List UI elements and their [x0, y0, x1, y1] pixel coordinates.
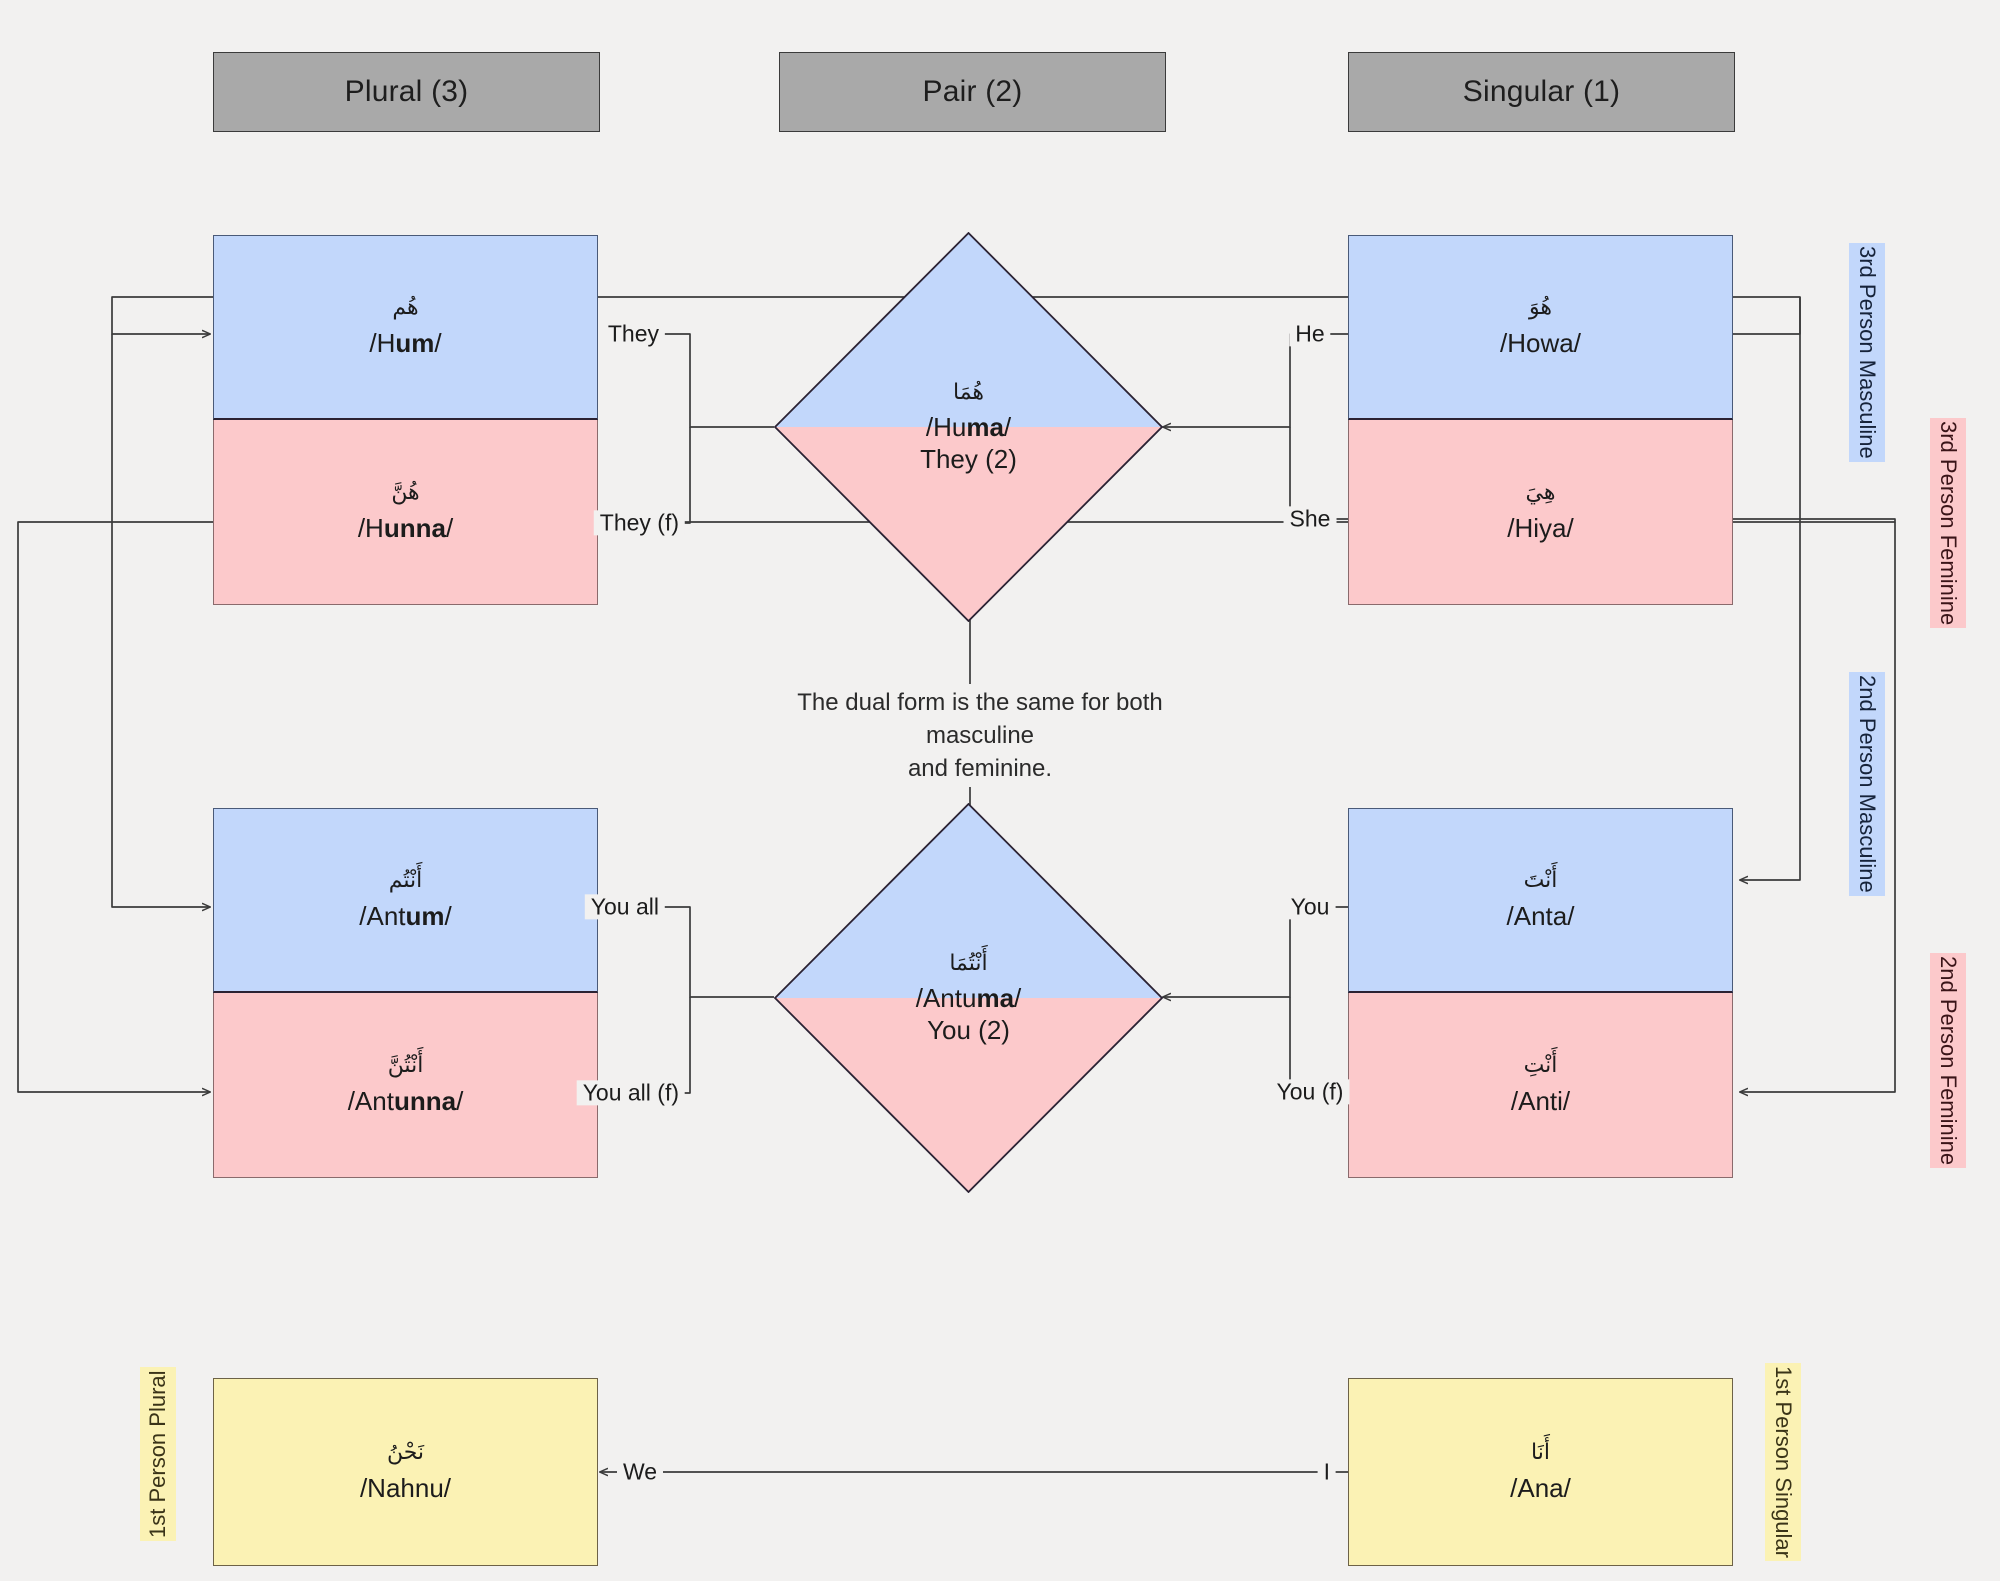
- cell-anti-arabic: أَنْتِ: [1523, 1052, 1558, 1078]
- cell-hunna-translit: /Hunna/: [357, 512, 454, 543]
- cell-nahnu[interactable]: نَحْنُ /Nahnu/: [213, 1378, 598, 1566]
- cell-ana-translit: /Ana/: [1510, 1472, 1571, 1503]
- side-label-1st-person-singular: 1st Person Singular: [1765, 1363, 1802, 1561]
- column-header-plural-label: Plural (3): [344, 75, 469, 108]
- edge-label-you-all-f: You all (f): [576, 1080, 685, 1106]
- diamond-antuma[interactable]: أَنْتُمَا /Antuma/ You (2): [773, 802, 1164, 1194]
- side-label-2nd-person-masculine: 2nd Person Masculine: [1849, 672, 1886, 896]
- cell-antunna[interactable]: أَنْتُنَّ /Antunna/: [213, 993, 598, 1178]
- cell-nahnu-arabic: نَحْنُ: [386, 1439, 425, 1465]
- dual-form-note: The dual form is the same for both mascu…: [740, 684, 1220, 788]
- cell-howa-translit: /Howa/: [1500, 327, 1581, 358]
- edge-label-we: We: [617, 1459, 664, 1485]
- column-header-singular: Singular (1): [1348, 52, 1735, 132]
- cell-antum-arabic: أَنْتُم: [388, 867, 423, 893]
- cell-hum-translit: /Hum/: [369, 327, 442, 358]
- column-header-plural: Plural (3): [213, 52, 600, 132]
- edge-label-you: You: [1284, 894, 1336, 920]
- edge-label-i: I: [1317, 1459, 1336, 1485]
- side-label-3rd-person-feminine: 3rd Person Feminine: [1930, 418, 1967, 629]
- edge-label-he: He: [1289, 321, 1331, 347]
- cell-antunna-arabic: أَنْتُنَّ: [387, 1052, 424, 1078]
- edge-label-she: She: [1283, 506, 1337, 532]
- cell-hiya-arabic: هِيَ: [1525, 479, 1556, 505]
- cell-hum[interactable]: هُم /Hum/: [213, 235, 598, 420]
- cell-hiya-translit: /Hiya/: [1507, 512, 1574, 543]
- edge-label-you-all: You all: [584, 894, 665, 920]
- cell-anta-translit: /Anta/: [1506, 900, 1575, 931]
- cell-nahnu-translit: /Nahnu/: [359, 1472, 452, 1503]
- cell-howa[interactable]: هُوَ /Howa/: [1348, 235, 1733, 420]
- side-label-3rd-person-masculine: 3rd Person Masculine: [1849, 243, 1886, 462]
- edge-label-they-f: They (f): [593, 510, 685, 536]
- cell-anta[interactable]: أَنْتَ /Anta/: [1348, 808, 1733, 993]
- edge-label-they: They: [601, 321, 665, 347]
- cell-hum-arabic: هُم: [392, 294, 419, 320]
- cell-anti[interactable]: أَنْتِ /Anti/: [1348, 993, 1733, 1178]
- cell-howa-arabic: هُوَ: [1529, 294, 1552, 320]
- column-header-pair-label: Pair (2): [922, 75, 1023, 108]
- cell-hunna[interactable]: هُنَّ /Hunna/: [213, 420, 598, 605]
- side-label-1st-person-plural: 1st Person Plural: [139, 1367, 176, 1541]
- cell-antum-translit: /Antum/: [359, 900, 452, 931]
- column-header-pair: Pair (2): [779, 52, 1166, 132]
- cell-antunna-translit: /Antunna/: [347, 1085, 464, 1116]
- column-header-singular-label: Singular (1): [1462, 75, 1621, 108]
- edge-label-you-f: You (f): [1270, 1079, 1350, 1105]
- cell-ana[interactable]: أَنَا /Ana/: [1348, 1378, 1733, 1566]
- cell-anti-translit: /Anti/: [1510, 1085, 1571, 1116]
- cell-antum[interactable]: أَنْتُم /Antum/: [213, 808, 598, 993]
- cell-hiya[interactable]: هِيَ /Hiya/: [1348, 420, 1733, 605]
- side-label-2nd-person-feminine: 2nd Person Feminine: [1930, 953, 1967, 1169]
- cell-hunna-arabic: هُنَّ: [391, 479, 420, 505]
- cell-ana-arabic: أَنَا: [1531, 1439, 1550, 1465]
- diamond-huma[interactable]: هُمَا /Huma/ They (2): [773, 231, 1164, 623]
- cell-anta-arabic: أَنْتَ: [1523, 867, 1558, 893]
